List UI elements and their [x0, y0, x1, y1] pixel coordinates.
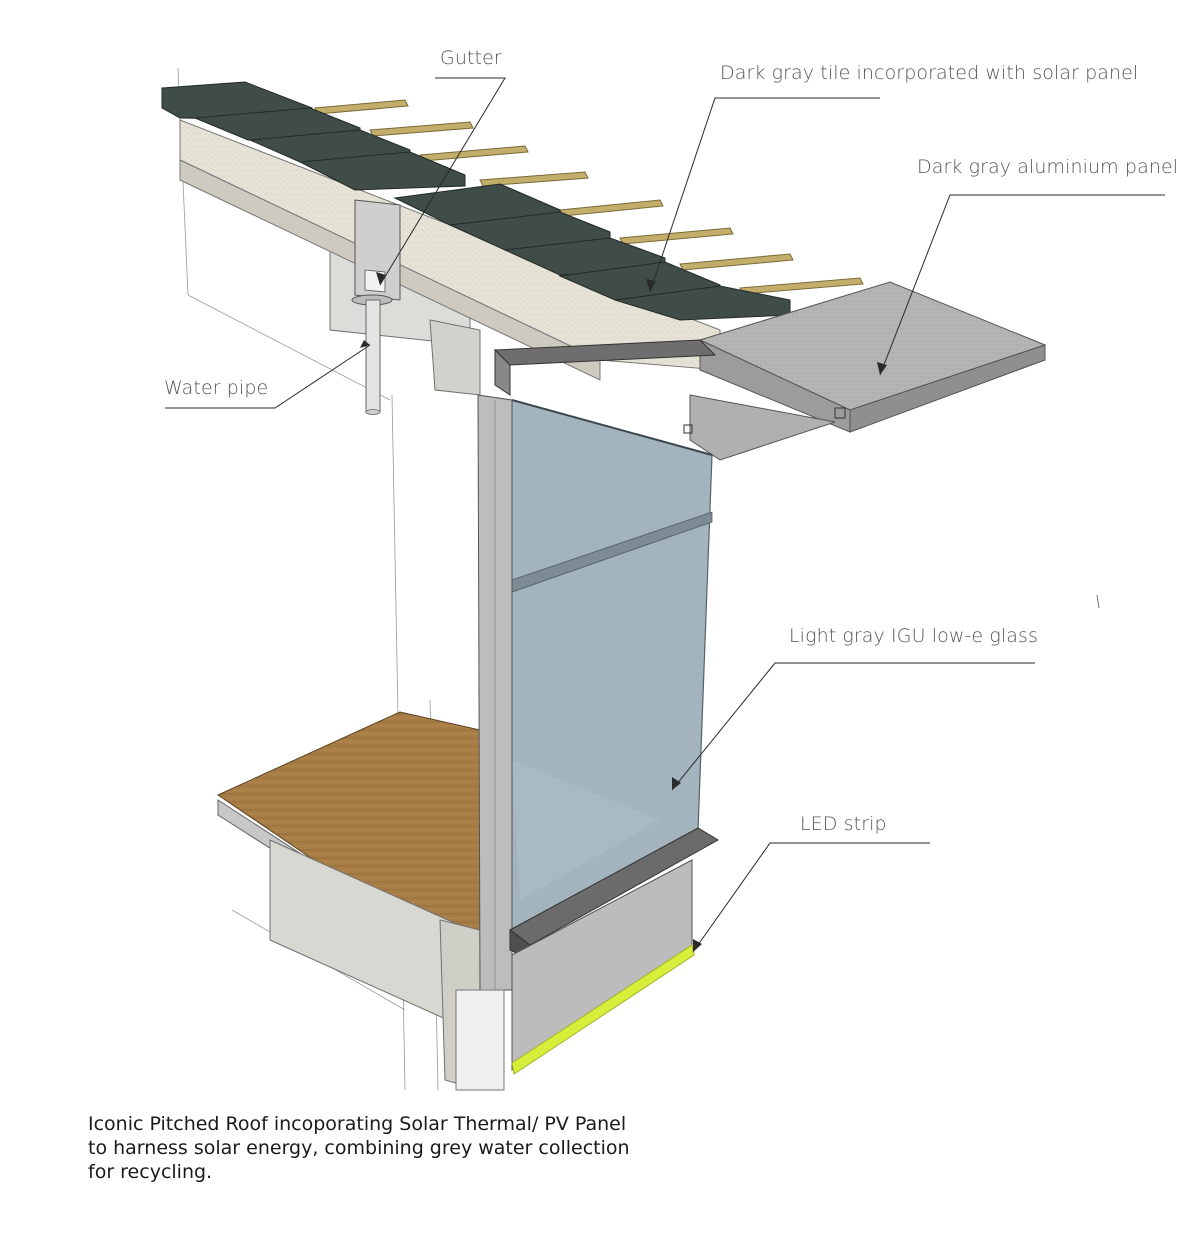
sill-and-led: [509, 827, 719, 1075]
water-pipe-shape: [365, 299, 381, 415]
label-igu-glass: Light gray IGU low-e glass: [789, 625, 1038, 647]
igu-glass-panel: [509, 399, 713, 932]
roof-battens: [314, 99, 864, 295]
gutter-box: [351, 199, 401, 306]
solar-tiles: [161, 81, 791, 321]
caption-line-2: to harness solar energy, combining grey …: [88, 1137, 630, 1159]
diagram-caption: Iconic Pitched Roof incoporating Solar T…: [88, 1112, 788, 1184]
vertical-mullion: [455, 394, 513, 1091]
label-led-strip: LED strip: [800, 813, 887, 835]
leader-arrowheads: [360, 272, 887, 952]
label-solar-tile: Dark gray tile incorporated with solar p…: [720, 62, 1139, 84]
aluminium-panel: [683, 281, 1047, 461]
label-aluminium-panel: Dark gray aluminium panel: [917, 156, 1179, 178]
caption-line-3: for recycling.: [88, 1161, 213, 1183]
stray-tick: [1096, 594, 1100, 609]
caption-line-1: Iconic Pitched Roof incoporating Solar T…: [88, 1113, 627, 1135]
leader-lines: [165, 77, 1165, 953]
window-head: [493, 339, 717, 396]
label-water-pipe: Water pipe: [164, 377, 269, 399]
label-gutter: Gutter: [440, 47, 502, 69]
